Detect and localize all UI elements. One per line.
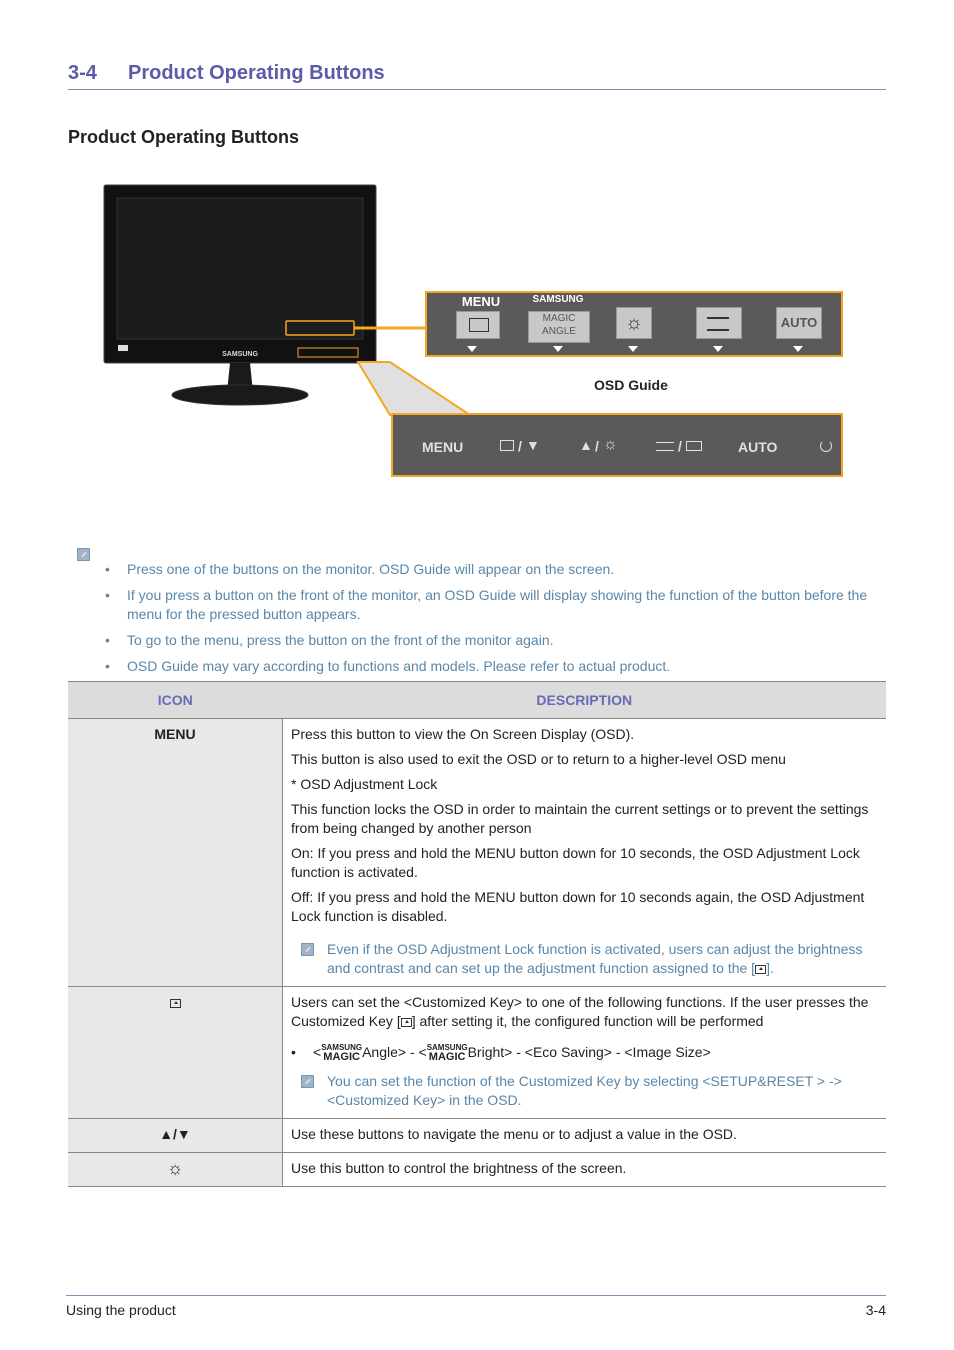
angle-label: ANGLE (542, 326, 576, 337)
magic-brand-label: SAMSUNG (532, 294, 584, 305)
source-icon (707, 317, 729, 331)
brightness-icon: ☼ (68, 1152, 283, 1188)
arrow-down-icon (713, 346, 723, 352)
menu-description: Press this button to view the On Screen … (282, 718, 886, 987)
arrow-down-icon (628, 346, 638, 352)
monitor-screen (116, 197, 364, 340)
customized-key-description: Users can set the <Customized Key> to on… (282, 986, 886, 1120)
menu-icon-cell: MENU (68, 718, 283, 987)
customized-key-icon (400, 1017, 412, 1027)
nav-description: Use these buttons to navigate the menu o… (282, 1118, 886, 1154)
header-description: DESCRIPTION (282, 681, 886, 719)
page-number: 3-4 (865, 1302, 886, 1318)
footer: Using the product 3-4 (66, 1295, 886, 1318)
zoom-wedge (356, 361, 474, 416)
enter-icon[interactable] (686, 441, 702, 451)
brightness-button[interactable]: ☼ (616, 307, 652, 339)
monitor-stand (171, 384, 309, 406)
brightness-description: Use this button to control the brightnes… (282, 1152, 886, 1188)
source-icon[interactable] (656, 442, 674, 451)
source-button[interactable] (696, 307, 742, 339)
sub-title: Product Operating Buttons (68, 127, 299, 147)
osd-bottom-buttons: MENU / ▼ ▲ / ☼ / AUTO (392, 436, 842, 462)
section-heading: Product Operating Buttons (128, 62, 385, 84)
menu-button[interactable] (456, 311, 500, 339)
note-item: •OSD Guide may vary according to functio… (105, 658, 671, 674)
arrow-up-icon: ▲ (579, 437, 593, 453)
table-row: ☼ Use this button to control the brightn… (68, 1152, 886, 1188)
arrow-down-icon (467, 346, 477, 352)
power-icon[interactable] (820, 440, 832, 452)
note-icon (301, 943, 314, 956)
brightness-icon: ☼ (603, 436, 618, 453)
menu-grid-icon (469, 318, 489, 332)
brightness-icon: ☼ (624, 312, 644, 334)
customized-key-icon[interactable] (500, 440, 514, 451)
bottom-button-panel (391, 413, 843, 477)
section-title: 3-4 Product Operating Buttons (68, 62, 886, 90)
monitor-logo-icon (118, 345, 128, 351)
customized-key-cell (68, 986, 283, 1120)
slash-2: / (595, 438, 599, 454)
osd-guide-label: OSD Guide (594, 377, 668, 393)
nav-icon-cell: ▲/▼ (68, 1118, 283, 1154)
note-icon (301, 1075, 314, 1089)
arrow-down-icon: ▼ (526, 437, 540, 453)
bottom-menu-label[interactable]: MENU (422, 439, 464, 455)
table-row: Users can set the <Customized Key> to on… (68, 986, 886, 1120)
magic-label: MAGIC (542, 313, 576, 324)
slash-1: / (518, 438, 522, 454)
customized-key-icon (755, 964, 767, 974)
menu-button-label: MENU (461, 294, 501, 309)
table-row: MENU Press this button to view the On Sc… (68, 718, 886, 987)
monitor-figure: SAMSUNG (103, 184, 843, 477)
bottom-auto-label[interactable]: AUTO (738, 439, 778, 455)
buttons-table: ICON DESCRIPTION MENU Press this button … (68, 681, 886, 1188)
note-item: •If you press a button on the front of t… (105, 587, 868, 622)
table-row: ▲/▼ Use these buttons to navigate the me… (68, 1118, 886, 1154)
footer-left: Using the product (66, 1302, 176, 1318)
osd-top-buttons: MENU SAMSUNG MAGIC ANGLE ☼ AUTO (436, 294, 836, 354)
arrow-down-icon (793, 346, 803, 352)
menu-note: Even if the OSD Adjustment Lock function… (291, 940, 878, 978)
note-item: •To go to the menu, press the button on … (105, 632, 554, 648)
header-icon: ICON (68, 681, 283, 719)
monitor-highlight-bottom (297, 347, 359, 358)
customized-key-note: You can set the function of the Customiz… (291, 1072, 878, 1110)
note-list: •Press one of the buttons on the monitor… (68, 544, 886, 683)
slash-3: / (678, 438, 682, 454)
note-item: •Press one of the buttons on the monitor… (105, 561, 615, 577)
magic-angle-button[interactable]: MAGIC ANGLE (528, 311, 590, 343)
customized-key-icon (169, 998, 181, 1008)
note-icon (77, 548, 90, 561)
section-number: 3-4 (68, 62, 97, 84)
auto-button[interactable]: AUTO (776, 307, 822, 339)
arrow-down-icon (553, 346, 563, 352)
monitor-brand: SAMSUNG (222, 351, 258, 358)
